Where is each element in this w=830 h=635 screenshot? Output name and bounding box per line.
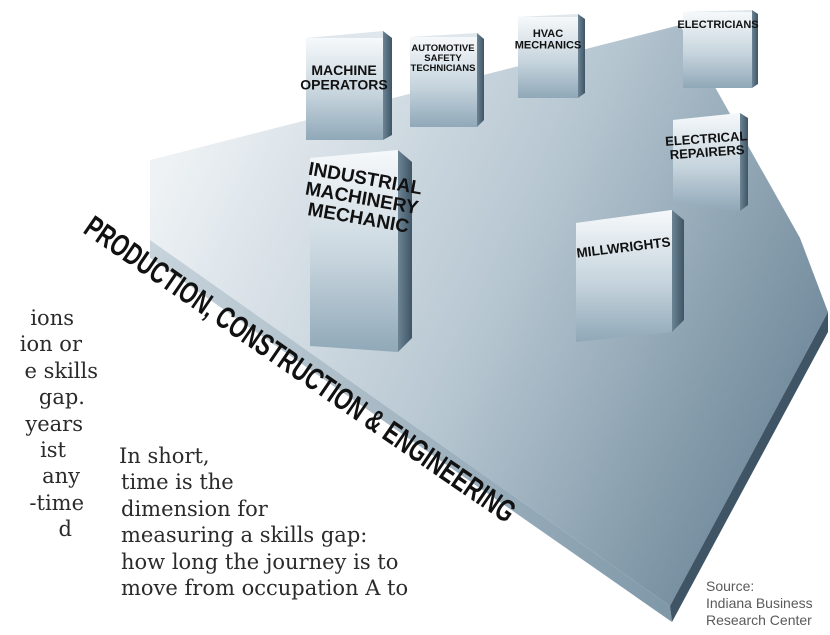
platform-right-edge (670, 312, 828, 622)
box-millwrights: MILLWRIGHTS (576, 210, 684, 342)
box-label-line: REPAIRERS (669, 142, 745, 162)
box-electricians: ELECTRICIANS (677, 10, 759, 88)
left-text-line: years (25, 411, 83, 436)
box-label-line: MACHINE (311, 62, 376, 78)
platform-front-edge (150, 240, 672, 622)
box-label-line: HVAC (533, 28, 563, 40)
box-label-line: SAFETY (424, 53, 462, 64)
source-line: Research Center (706, 612, 812, 628)
source-line: Indiana Business (706, 595, 813, 611)
left-text-line: e skills (24, 358, 98, 383)
body-text-line: how long the journey is to (121, 549, 399, 574)
box-label-line: TECHNICIANS (411, 63, 476, 74)
left-text-line: ions (30, 306, 74, 330)
left-text-line: ion or (19, 332, 82, 357)
body-text-line: move from occupation A to (121, 576, 409, 601)
body-text-line: measuring a skills gap: (121, 523, 368, 548)
box-label-line: AUTOMOTIVE (411, 43, 474, 54)
left-text-line: any (42, 464, 80, 489)
body-text-line: time is the (121, 470, 234, 495)
left-text-line: -time (29, 490, 84, 515)
left-text-line: gap. (38, 385, 85, 410)
body-text-line: dimension for (121, 496, 268, 521)
box-electrical-repairers: ELECTRICALREPAIRERS (665, 113, 749, 211)
box-label-line: OPERATORS (300, 77, 387, 93)
left-text-line: ist (40, 438, 66, 463)
box-label-line: ELECTRICAL (665, 128, 748, 149)
source-note: Source: Indiana Business Research Center (706, 578, 813, 629)
box-label-line: ELECTRICIANS (677, 19, 758, 31)
box-label-electrical-repairers: ELECTRICALREPAIRERS (665, 128, 749, 162)
left-text-line: d (58, 517, 72, 542)
box-industrial-machinery-mechanic: INDUSTRIALMACHINERYMECHANIC (304, 150, 424, 352)
source-label: Source: (706, 578, 755, 594)
box-label-electricians: ELECTRICIANS (677, 19, 758, 31)
box-label-line: MECHANICS (515, 40, 582, 52)
body-text-line: In short, (119, 444, 210, 468)
